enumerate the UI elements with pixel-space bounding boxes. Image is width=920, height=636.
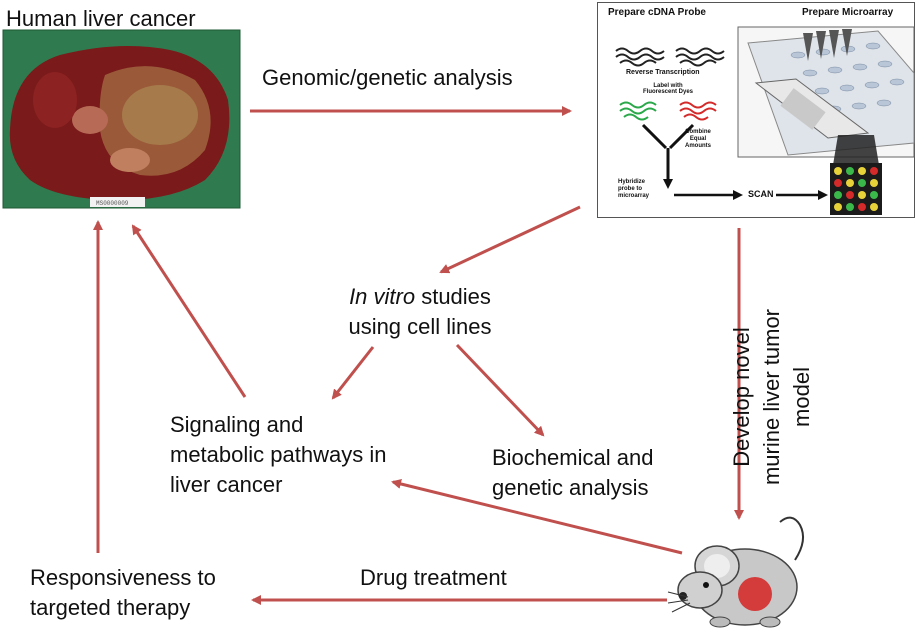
liver-title: Human liver cancer: [6, 6, 196, 31]
in-vitro-italic: In vitro: [349, 284, 416, 309]
hybridize-label: Hybridize probe to microarray: [618, 179, 649, 200]
edge-label-drug: Drug treatment: [360, 565, 507, 590]
arrow-invitro-biochem: [455, 343, 545, 437]
murine-line-1: Develop novel: [729, 327, 754, 467]
signaling-line-3: liver cancer: [170, 472, 283, 497]
label-dyes-line-1: Label with: [653, 83, 683, 89]
murine-line-3: model: [789, 367, 814, 427]
signaling-line-2: metabolic pathways in: [170, 442, 387, 467]
node-in-vitro: In vitro studies using cell lines: [320, 282, 520, 342]
combine-line-2: Equal: [689, 136, 707, 142]
biochem-line-2: genetic analysis: [492, 475, 649, 500]
microarray-figure: Prepare cDNA Probe Prepare Microarray: [597, 2, 915, 218]
combine-line-1: Combine: [685, 129, 711, 135]
hybridize-line-3: microarray: [618, 193, 650, 199]
responsiveness-line-2: targeted therapy: [30, 595, 191, 620]
node-murine-model: Develop novel murine liver tumor model: [727, 267, 817, 527]
arrow-murine-signaling: [391, 479, 683, 555]
label-dyes: Label with Fluorescent Dyes: [638, 83, 698, 95]
rt-label: Reverse Transcription: [626, 69, 700, 76]
combine-line-3: Amounts: [685, 143, 711, 149]
node-responsiveness: Responsiveness to targeted therapy: [30, 563, 216, 623]
murine-line-2: murine liver tumor: [759, 308, 784, 486]
signaling-line-1: Signaling and: [170, 412, 304, 437]
microarray-graphics: [615, 26, 915, 215]
hybridize-line-2: probe to: [618, 186, 642, 192]
probe-title: Prepare cDNA Probe: [608, 7, 706, 18]
biochem-line-1: Biochemical and: [492, 445, 654, 470]
in-vitro-line2: using cell lines: [348, 314, 492, 339]
combine-label: Combine Equal Amounts: [680, 129, 716, 150]
label-dyes-line-2: Fluorescent Dyes: [642, 89, 694, 95]
node-biochemical: Biochemical and genetic analysis: [492, 443, 653, 503]
array-title: Prepare Microarray: [802, 7, 894, 18]
node-signaling: Signaling and metabolic pathways in live…: [170, 410, 386, 500]
responsiveness-line-1: Responsiveness to: [30, 565, 216, 590]
arrow-to-invitro: [439, 205, 581, 274]
arrow-invitro-signaling: [331, 346, 375, 400]
edge-label-genomic: Genomic/genetic analysis: [262, 65, 513, 90]
hybridize-line-1: Hybridize: [618, 179, 646, 185]
scan-label: SCAN: [748, 189, 774, 199]
arrow-signaling-liver: [131, 224, 247, 398]
in-vitro-rest: studies: [415, 284, 491, 309]
